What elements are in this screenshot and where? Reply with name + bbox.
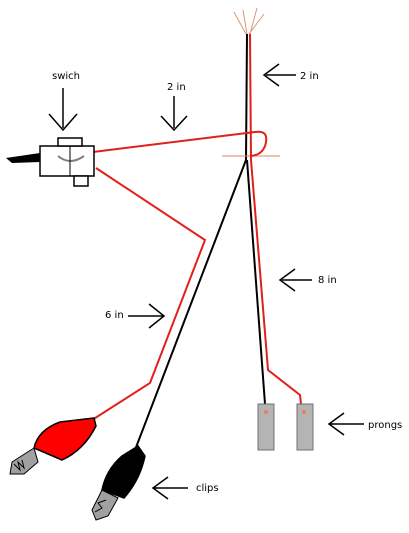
long-red-wire <box>250 159 302 405</box>
top-black-wire <box>245 33 248 161</box>
black-clip <box>91 444 146 521</box>
prongs-label: prongs <box>368 420 402 431</box>
8in-arrow-icon <box>278 268 312 292</box>
6in-arrow-icon <box>128 303 166 329</box>
switch-red-wire <box>92 130 268 157</box>
wire-2in-label: 2 in <box>167 82 186 93</box>
switch-label: swich <box>52 71 80 82</box>
top-2in-label: 2 in <box>300 71 319 82</box>
6in-label: 6 in <box>105 310 124 321</box>
frayed-wire-ends <box>233 7 265 35</box>
switch-arrow-icon <box>48 88 78 132</box>
8in-label: 8 in <box>318 275 337 286</box>
top-red-wire <box>249 33 252 161</box>
switch <box>6 137 95 187</box>
prong-right <box>296 403 314 451</box>
black-wire-to-prong <box>246 159 266 405</box>
wire-2in-arrow-icon <box>160 96 188 132</box>
clips-label: clips <box>196 483 219 494</box>
clip-red-wire <box>91 167 207 421</box>
prongs-arrow-icon <box>327 412 364 436</box>
top-2in-arrow-icon <box>262 63 296 87</box>
red-clip <box>9 417 97 475</box>
prong-left <box>257 403 275 451</box>
black-wire-to-clip <box>134 159 247 451</box>
switch-lever <box>6 153 40 163</box>
clips-arrow-icon <box>151 476 188 500</box>
